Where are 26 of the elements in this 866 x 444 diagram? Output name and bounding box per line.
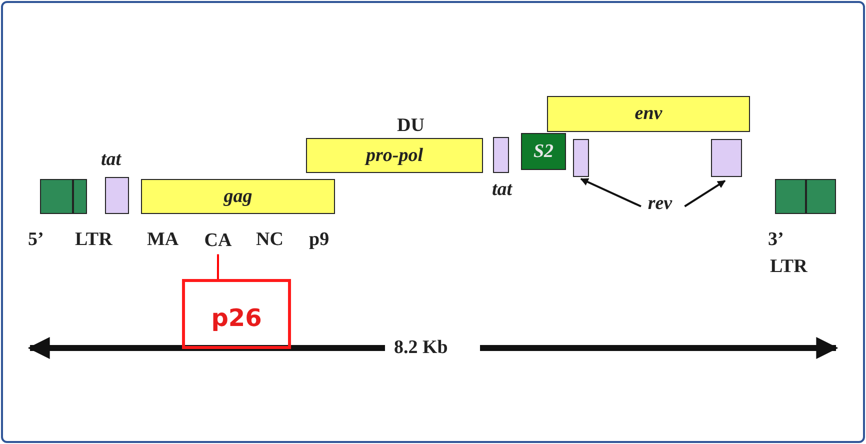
callout-box: p26 [182, 279, 291, 349]
exon-box [105, 177, 129, 214]
arrow [684, 180, 726, 208]
ltr-box [40, 179, 87, 214]
ltr-box [775, 179, 836, 214]
exon-box [573, 139, 589, 177]
region-label: 3’ [768, 230, 784, 249]
gene-label: rev [641, 192, 679, 216]
gene-label: DU [397, 116, 424, 135]
region-label: MA [147, 230, 179, 249]
exon-box [711, 139, 742, 177]
region-label: LTR [75, 230, 112, 249]
gene-label: CA [197, 229, 239, 253]
region-label: p9 [309, 230, 330, 249]
region-label: LTR [770, 257, 808, 276]
arrow [580, 178, 642, 208]
region-label: 5’ [28, 230, 44, 249]
gene-box: gag [141, 179, 335, 214]
leader-line [216, 254, 219, 279]
gene-box: pro-pol [306, 138, 483, 173]
gene-label: tat [101, 150, 122, 169]
gene-box: env [547, 96, 750, 132]
gene-box: S2 [521, 133, 566, 170]
gene-label: tat [492, 180, 512, 199]
exon-box [493, 137, 509, 173]
region-label: NC [256, 230, 284, 249]
